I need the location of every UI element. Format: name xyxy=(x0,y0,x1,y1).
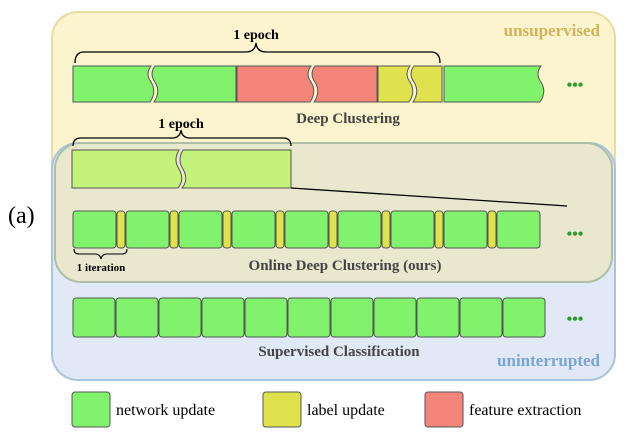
online-epoch-block-1 xyxy=(71,149,183,189)
online-epoch-label: 1 epoch xyxy=(158,117,204,132)
dc-feature-block-2 xyxy=(311,65,378,103)
legend-label-network: network update xyxy=(116,402,215,419)
supervised-title: Supervised Classification xyxy=(258,344,420,360)
supervised-network-block xyxy=(373,297,417,338)
legend-swatch-label xyxy=(262,391,302,428)
online-network-block xyxy=(125,210,170,249)
iteration-brace xyxy=(73,248,128,260)
deep-clustering-title: Deep Clustering xyxy=(296,111,400,127)
online-ellipsis: ••• xyxy=(567,226,584,243)
supervised-network-block xyxy=(201,297,245,338)
online-label-block xyxy=(381,210,391,249)
online-label-block xyxy=(434,210,444,249)
iteration-label: 1 iteration xyxy=(77,262,126,274)
online-label-block xyxy=(275,210,285,249)
online-network-block xyxy=(231,210,276,249)
supervised-network-block xyxy=(158,297,202,338)
supervised-network-block xyxy=(115,297,159,338)
dc-feature-block-1 xyxy=(236,65,315,103)
online-label-block xyxy=(116,210,126,249)
supervised-network-block xyxy=(244,297,288,338)
zoom-line xyxy=(290,187,568,207)
online-title: Online Deep Clustering (ours) xyxy=(249,258,442,274)
dc-network-block-3 xyxy=(443,65,545,103)
panel-label: (a) xyxy=(8,203,35,229)
supervised-row xyxy=(72,297,546,338)
supervised-network-block xyxy=(330,297,374,338)
online-network-block xyxy=(390,210,435,249)
legend-label-feature: feature extraction xyxy=(469,402,581,419)
dc-label-block-2 xyxy=(410,65,443,103)
supervised-network-block xyxy=(287,297,331,338)
dc-network-block-2 xyxy=(151,65,237,103)
online-network-block xyxy=(284,210,329,249)
online-label-block xyxy=(222,210,232,249)
supervised-network-block xyxy=(416,297,460,338)
unsupervised-label: unsupervised xyxy=(504,21,601,40)
online-network-block xyxy=(337,210,382,249)
legend-label-label: label update xyxy=(307,402,385,419)
supervised-network-block xyxy=(459,297,503,338)
online-network-block xyxy=(496,210,541,249)
supervised-ellipsis: ••• xyxy=(567,311,584,328)
dc-label-block-1 xyxy=(377,65,414,103)
supervised-network-block xyxy=(502,297,546,338)
legend-swatch-feature xyxy=(424,391,464,428)
legend-swatch-network xyxy=(71,391,111,428)
online-network-block xyxy=(443,210,488,249)
epoch-brace-top xyxy=(74,42,441,64)
online-iteration-row xyxy=(72,210,541,249)
dc-network-block-1 xyxy=(72,65,155,103)
online-label-block xyxy=(487,210,497,249)
online-network-block xyxy=(178,210,223,249)
online-label-block xyxy=(169,210,179,249)
online-label-block xyxy=(328,210,338,249)
deep-clustering-epoch-label: 1 epoch xyxy=(233,28,279,43)
epoch-brace-online xyxy=(72,129,292,147)
deep-clustering-ellipsis: ••• xyxy=(567,77,584,94)
supervised-network-block xyxy=(72,297,116,338)
online-network-block xyxy=(72,210,117,249)
uninterrupted-label: uninterrupted xyxy=(497,351,601,370)
online-epoch-block-2 xyxy=(179,149,292,189)
